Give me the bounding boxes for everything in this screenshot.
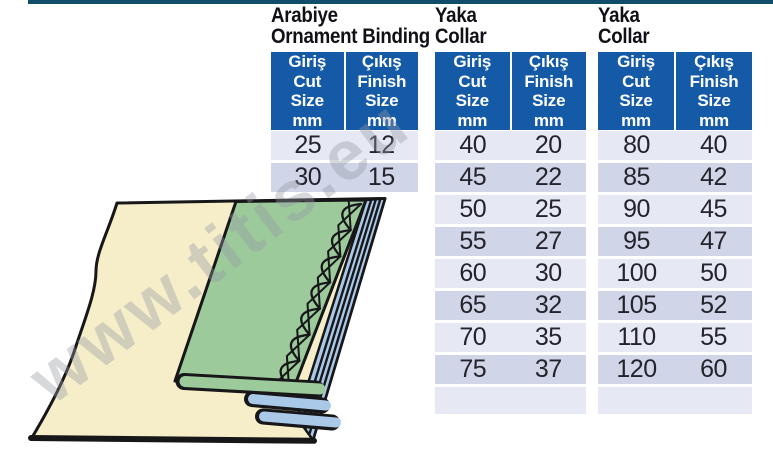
finish-size-value: 30 — [534, 259, 562, 287]
table-row: 30 15 — [271, 163, 418, 192]
cut-size-value: 100 — [616, 259, 657, 287]
finish-size-value: 40 — [700, 131, 727, 159]
finish-size-value: 25 — [534, 195, 562, 223]
cut-size-value: 95 — [623, 227, 650, 255]
cut-size-value: 60 — [459, 259, 487, 287]
table-row: 75 37 — [435, 355, 586, 384]
column-header-cut-size: Giriş Cut Size mm — [598, 52, 674, 130]
finish-size-value: 52 — [700, 291, 727, 319]
finish-size-value: 37 — [534, 355, 562, 383]
scallop-stitch-chords — [275, 198, 362, 388]
finish-size-value: 45 — [700, 195, 727, 223]
table-row: 25 12 — [271, 131, 418, 160]
table-row: 60 30 — [435, 259, 586, 288]
cut-size-value: 30 — [294, 163, 322, 191]
table-row: 65 32 — [435, 291, 586, 320]
cut-size-value: 55 — [459, 227, 487, 255]
cut-size-value: 70 — [459, 323, 487, 351]
finish-size-value: 22 — [534, 163, 562, 191]
table-row: 45 22 — [435, 163, 586, 192]
table-row: 50 25 — [435, 195, 586, 224]
ornament-strip-fold — [175, 373, 326, 398]
table-header: Giriş Cut Size mm Çıkış Finish Size mm — [598, 52, 752, 130]
cut-size-value: 75 — [459, 355, 487, 383]
table-row: 95 47 — [598, 227, 752, 256]
binding-tape-folds — [244, 391, 341, 431]
table-row: 100 50 — [598, 259, 752, 288]
empty-table-row — [435, 387, 586, 414]
table-header: Giriş Cut Size mm Çıkış Finish Size mm — [271, 52, 418, 130]
finish-size-value: 35 — [534, 323, 562, 351]
table-title: Yaka Collar — [435, 3, 487, 48]
column-header-finish-size: Çıkış Finish Size mm — [676, 52, 752, 130]
cut-size-value: 85 — [623, 163, 650, 191]
table-row: 110 55 — [598, 323, 752, 352]
cut-size-value: 90 — [623, 195, 650, 223]
table-row: 90 45 — [598, 195, 752, 224]
empty-table-row — [598, 387, 752, 414]
yaka-collar-table-2: Yaka Collar Giriş Cut Size mm Çıkış Fini… — [598, 0, 752, 468]
fabric-bottom-hem — [28, 435, 317, 444]
finish-size-value: 55 — [700, 323, 727, 351]
finish-size-value: 15 — [367, 163, 395, 191]
top-accent-bar — [28, 0, 773, 4]
column-header-cut-size: Giriş Cut Size mm — [435, 52, 510, 130]
finish-size-value: 47 — [700, 227, 727, 255]
cut-size-value: 110 — [617, 323, 656, 351]
finish-size-value: 42 — [700, 163, 727, 191]
cut-size-value: 120 — [616, 355, 657, 383]
table-header: Giriş Cut Size mm Çıkış Finish Size mm — [435, 52, 586, 130]
scallop-stitch-arcs — [279, 202, 363, 389]
table-body: 80 40 85 42 90 45 95 47 100 50 105 52 110 55 120 60 — [598, 131, 752, 414]
column-header-finish-size: Çıkış Finish Size mm — [345, 52, 418, 130]
finish-size-value: 32 — [534, 291, 562, 319]
table-row: 105 52 — [598, 291, 752, 320]
yaka-collar-table-1: Yaka Collar Giriş Cut Size mm Çıkış Fini… — [435, 0, 586, 468]
finish-size-value: 60 — [700, 355, 727, 383]
column-header-cut-size: Giriş Cut Size mm — [271, 52, 344, 130]
finish-size-value: 50 — [700, 259, 727, 287]
table-title: Yaka Collar — [598, 3, 650, 48]
cut-size-value: 50 — [459, 195, 487, 223]
finish-size-value: 20 — [534, 131, 562, 159]
finish-size-value: 12 — [367, 131, 395, 159]
cut-size-value: 25 — [294, 131, 322, 159]
table-row: 120 60 — [598, 355, 752, 384]
arabiye-ornament-binding-table: Arabiye Ornament Binding Giriş Cut Size … — [271, 0, 430, 468]
cut-size-value: 45 — [459, 163, 487, 191]
cut-size-value: 65 — [459, 291, 487, 319]
finish-size-value: 27 — [534, 227, 562, 255]
table-row: 40 20 — [435, 131, 586, 160]
table-row: 70 35 — [435, 323, 586, 352]
table-row: 55 27 — [435, 227, 586, 256]
cut-size-value: 105 — [616, 291, 657, 319]
column-header-finish-size: Çıkış Finish Size mm — [511, 52, 586, 130]
cut-size-value: 80 — [623, 131, 650, 159]
table-body: 40 20 45 22 50 25 55 27 60 30 65 32 70 35 75 37 — [435, 131, 586, 414]
cut-size-value: 40 — [459, 131, 487, 159]
table-body: 25 12 30 15 — [271, 131, 418, 192]
table-row: 80 40 — [598, 131, 752, 160]
table-row: 85 42 — [598, 163, 752, 192]
table-title: Arabiye Ornament Binding — [271, 3, 430, 48]
